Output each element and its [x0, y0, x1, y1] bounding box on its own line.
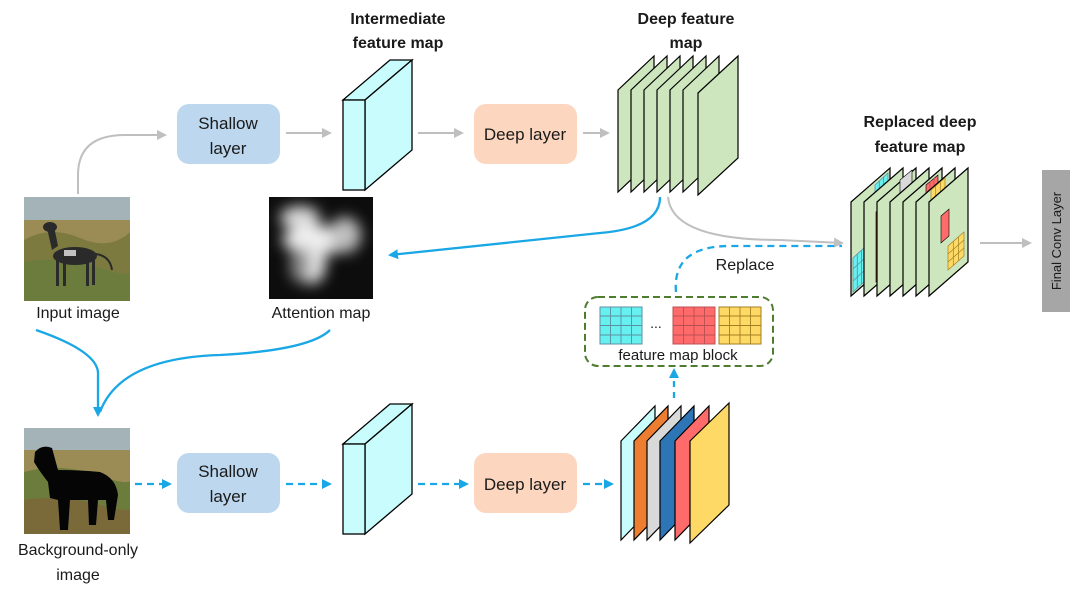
- attention-map-label: Attention map: [272, 305, 371, 322]
- grid-block-red: [672, 306, 716, 345]
- intermediate-feature-map-title-2: feature map: [353, 35, 444, 52]
- background-feature-map: [620, 401, 730, 545]
- deep-layer-label-bottom: Deep layer: [484, 475, 567, 494]
- arrow-attention-to-background: [98, 329, 331, 413]
- grid-block-cyan: [599, 306, 643, 345]
- deep-layer-box-bottom: [474, 453, 577, 513]
- arrow-deep-feature-to-attention: [388, 196, 662, 260]
- shallow-layer-box-bottom: [177, 453, 280, 513]
- replaced-feature-map-title-2: feature map: [875, 139, 966, 156]
- shallow-layer-label-top-2: layer: [210, 139, 247, 158]
- intermediate-feature-map-title: Intermediate: [350, 11, 445, 28]
- deep-layer-label-top: Deep layer: [484, 125, 567, 144]
- shallow-layer-label-bottom-2: layer: [210, 487, 247, 506]
- input-image: [24, 197, 130, 301]
- background-only-image: [24, 428, 130, 534]
- replace-label: Replace: [716, 257, 775, 274]
- deep-feature-map: [617, 54, 739, 197]
- attention-map: [269, 197, 373, 299]
- arrow-block-replace: [674, 244, 842, 293]
- background-only-label-2: image: [56, 567, 100, 584]
- input-image-label: Input image: [36, 305, 120, 322]
- final-conv-layer-label: Final Conv Layer: [1049, 191, 1064, 290]
- arrow-deep-feature-to-replaced: [667, 196, 844, 248]
- arrow-input-to-shallow: [77, 130, 167, 194]
- final-conv-layer-box: [1042, 170, 1070, 312]
- feature-map-block-label: feature map block: [618, 347, 738, 364]
- shallow-layer-box-top: [177, 104, 280, 164]
- arrow-input-to-background: [35, 328, 103, 417]
- deep-feature-map-title-2: map: [670, 35, 703, 52]
- deep-layer-box-top: [474, 104, 577, 164]
- shallow-layer-label-top: Shallow: [198, 114, 258, 133]
- deep-feature-map-title: Deep feature: [638, 11, 735, 28]
- intermediate-feature-map-bottom: [341, 402, 414, 536]
- grid-block-yellow: [718, 306, 762, 345]
- intermediate-feature-map-top: [341, 58, 414, 192]
- replaced-deep-feature-map: [850, 166, 969, 298]
- shallow-layer-label-bottom: Shallow: [198, 462, 258, 481]
- background-only-label: Background-only: [18, 542, 138, 559]
- ellipsis: ...: [650, 315, 662, 331]
- replaced-feature-map-title: Replaced deep: [864, 114, 977, 131]
